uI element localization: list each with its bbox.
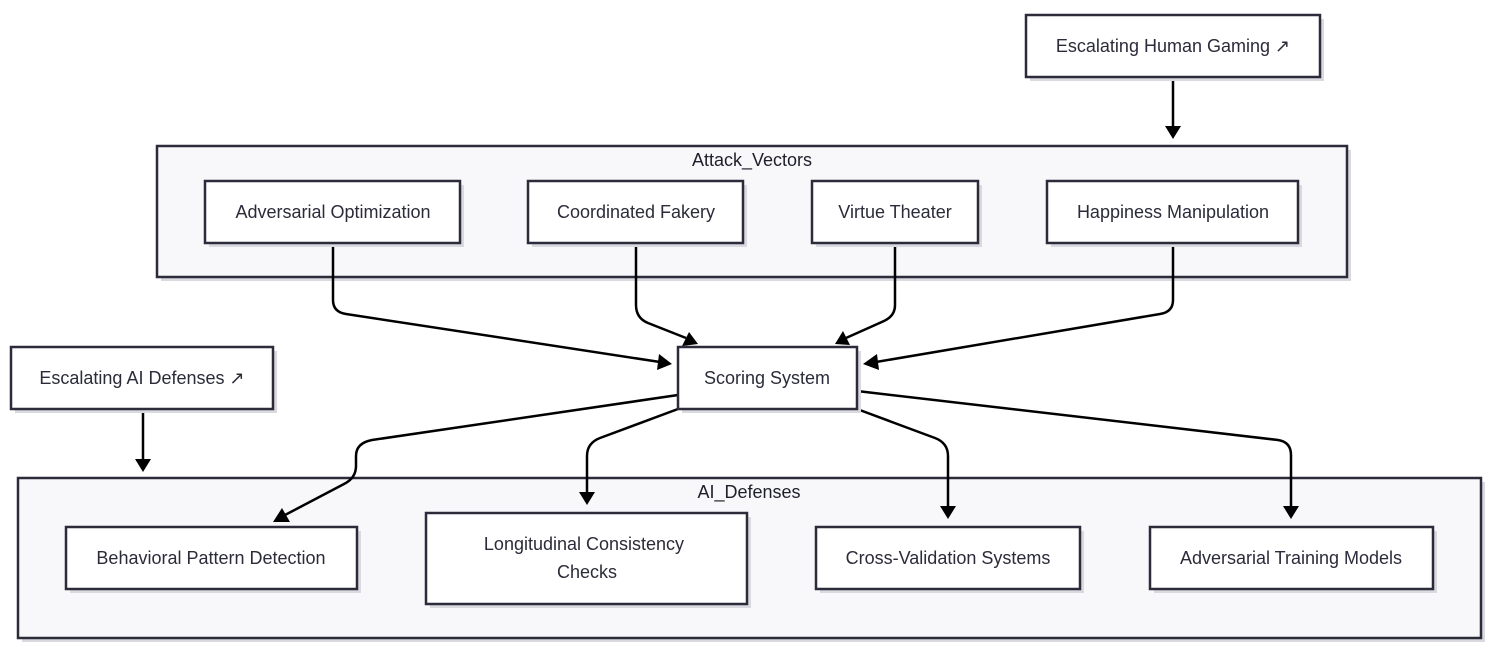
edge-scoring-to-adversarial-training (856, 389, 1293, 506)
node-longitudinal-consistency-checks[interactable]: Longitudinal Consistency Checks (424, 511, 751, 608)
arrowhead (579, 492, 595, 505)
cluster-label-ai-defenses: AI_Defenses (697, 482, 800, 503)
node-label: Cross-Validation Systems (846, 548, 1051, 568)
node-adversarial-optimization[interactable]: Adversarial Optimization (203, 179, 464, 247)
node-label: Scoring System (704, 368, 830, 388)
edges-layer (135, 77, 1299, 522)
node-coordinated-fakery[interactable]: Coordinated Fakery (526, 179, 747, 247)
arrowhead (835, 331, 850, 345)
node-label: Coordinated Fakery (557, 202, 715, 222)
node-label: Behavioral Pattern Detection (96, 548, 325, 568)
node-label: Escalating AI Defenses ↗ (39, 368, 244, 388)
node-label: Adversarial Optimization (235, 202, 430, 222)
node-label: Escalating Human Gaming ↗ (1056, 36, 1290, 56)
edge-scoring-to-cross-validation (856, 407, 950, 506)
arrowhead (135, 459, 151, 472)
arrowhead (940, 506, 956, 519)
node-label: Virtue Theater (838, 202, 951, 222)
edge-adversarial-optimization-to-scoring (331, 243, 661, 364)
edge-virtue-theater-to-scoring (845, 243, 897, 340)
node-escalating-human-gaming[interactable]: Escalating Human Gaming ↗ (1024, 13, 1324, 81)
edge-scoring-to-longitudinal (585, 407, 679, 492)
node-virtue-theater[interactable]: Virtue Theater (810, 179, 982, 247)
node-label: Happiness Manipulation (1077, 202, 1269, 222)
node-scoring-system[interactable]: Scoring System (676, 345, 861, 413)
node-label-line-2: Checks (557, 562, 617, 582)
arrowhead (657, 354, 672, 370)
node-happiness-manipulation[interactable]: Happiness Manipulation (1045, 179, 1302, 247)
node-label-line-1: Longitudinal Consistency (484, 534, 684, 554)
node-escalating-ai-defenses[interactable]: Escalating AI Defenses ↗ (9, 345, 277, 413)
arrowhead (1165, 126, 1181, 139)
cluster-label-attack-vectors: Attack_Vectors (692, 150, 812, 171)
node-adversarial-training-models[interactable]: Adversarial Training Models (1148, 525, 1437, 593)
node-label: Adversarial Training Models (1180, 548, 1402, 568)
arrowhead (273, 508, 290, 522)
edge-happiness-manipulation-to-scoring (875, 243, 1175, 364)
edge-scoring-to-behavioral (284, 393, 679, 517)
node-behavioral-pattern-detection[interactable]: Behavioral Pattern Detection (64, 525, 361, 593)
arrowhead (1283, 506, 1299, 519)
edge-coordinated-fakery-to-scoring (634, 243, 687, 340)
arrowhead (863, 354, 879, 370)
node-cross-validation-systems[interactable]: Cross-Validation Systems (814, 525, 1084, 593)
arrowhead (682, 332, 698, 346)
